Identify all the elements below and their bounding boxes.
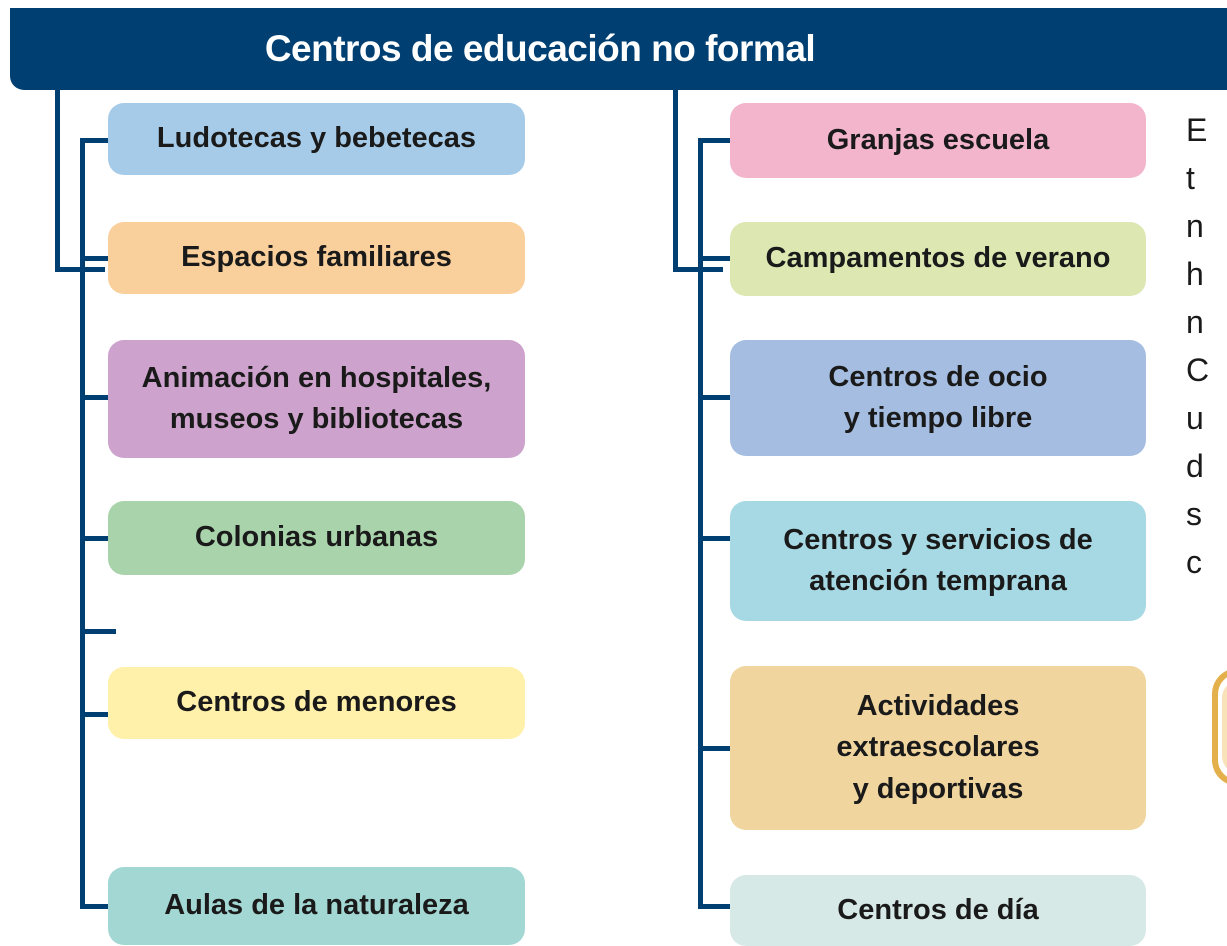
node-label: Ludotecas y bebetecas bbox=[156, 122, 477, 155]
node-granjas-escuela: Granjas escuela bbox=[730, 103, 1146, 178]
connector-left-tick-6 bbox=[80, 904, 108, 909]
node-label: Campamentos de verano bbox=[765, 242, 1111, 275]
connector-right-stub bbox=[673, 88, 678, 272]
connector-left-trunk bbox=[80, 138, 85, 909]
node-colonias-urbanas: Colonias urbanas bbox=[108, 501, 525, 575]
node-label: Granjas escuela bbox=[826, 123, 1050, 156]
connector-left-tick-4 bbox=[80, 536, 108, 541]
node-label: Actividades extraescolares y deportivas bbox=[836, 690, 1040, 805]
node-centros-ocio: Centros de ocio y tiempo libre bbox=[730, 340, 1146, 456]
node-label: Centros de menores bbox=[176, 686, 457, 719]
connector-left-tick-5 bbox=[80, 712, 108, 717]
connector-left-tick-orphan bbox=[80, 629, 116, 634]
side-text-fragment: E t n h n C u d s c bbox=[1186, 112, 1210, 580]
node-label: Centros de día bbox=[837, 893, 1039, 926]
connector-left-stub bbox=[55, 88, 60, 272]
node-actividades-extraescolares: Actividades extraescolares y deportivas bbox=[730, 666, 1146, 830]
ornament-outline bbox=[1212, 668, 1227, 786]
connector-right-tick-1 bbox=[698, 138, 730, 143]
connector-left-tick-1 bbox=[80, 138, 108, 143]
connector-right-tick-3 bbox=[698, 395, 730, 400]
node-animacion-hospitales: Animación en hospitales, museos y biblio… bbox=[108, 340, 525, 458]
node-label: Centros y servicios de atención temprana bbox=[783, 523, 1093, 597]
connector-right-tick-5 bbox=[698, 746, 730, 751]
node-centros-dia: Centros de día bbox=[730, 875, 1146, 946]
connector-right-trunk bbox=[698, 138, 703, 909]
ornament-shape bbox=[1222, 680, 1227, 774]
connector-left-tick-2 bbox=[80, 256, 108, 261]
node-label: Aulas de la naturaleza bbox=[164, 889, 469, 922]
node-campamentos-verano: Campamentos de verano bbox=[730, 222, 1146, 296]
connector-right-tick-6 bbox=[698, 904, 730, 909]
node-label: Espacios familiares bbox=[181, 241, 452, 274]
node-atencion-temprana: Centros y servicios de atención temprana bbox=[730, 501, 1146, 621]
connector-right-tick-4 bbox=[698, 536, 730, 541]
connector-right-tick-2 bbox=[698, 256, 730, 261]
diagram-header: Centros de educación no formal bbox=[10, 8, 1227, 90]
node-aulas-naturaleza: Aulas de la naturaleza bbox=[108, 867, 525, 945]
connector-left-tick-3 bbox=[80, 395, 108, 400]
node-centros-menores: Centros de menores bbox=[108, 667, 525, 739]
node-ludotecas-bebetecas: Ludotecas y bebetecas bbox=[108, 103, 525, 175]
node-espacios-familiares: Espacios familiares bbox=[108, 222, 525, 294]
diagram-title: Centros de educación no formal bbox=[264, 28, 816, 69]
node-label: Colonias urbanas bbox=[194, 521, 439, 554]
node-label: Animación en hospitales, museos y biblio… bbox=[141, 361, 492, 435]
node-label: Centros de ocio y tiempo libre bbox=[828, 360, 1048, 434]
